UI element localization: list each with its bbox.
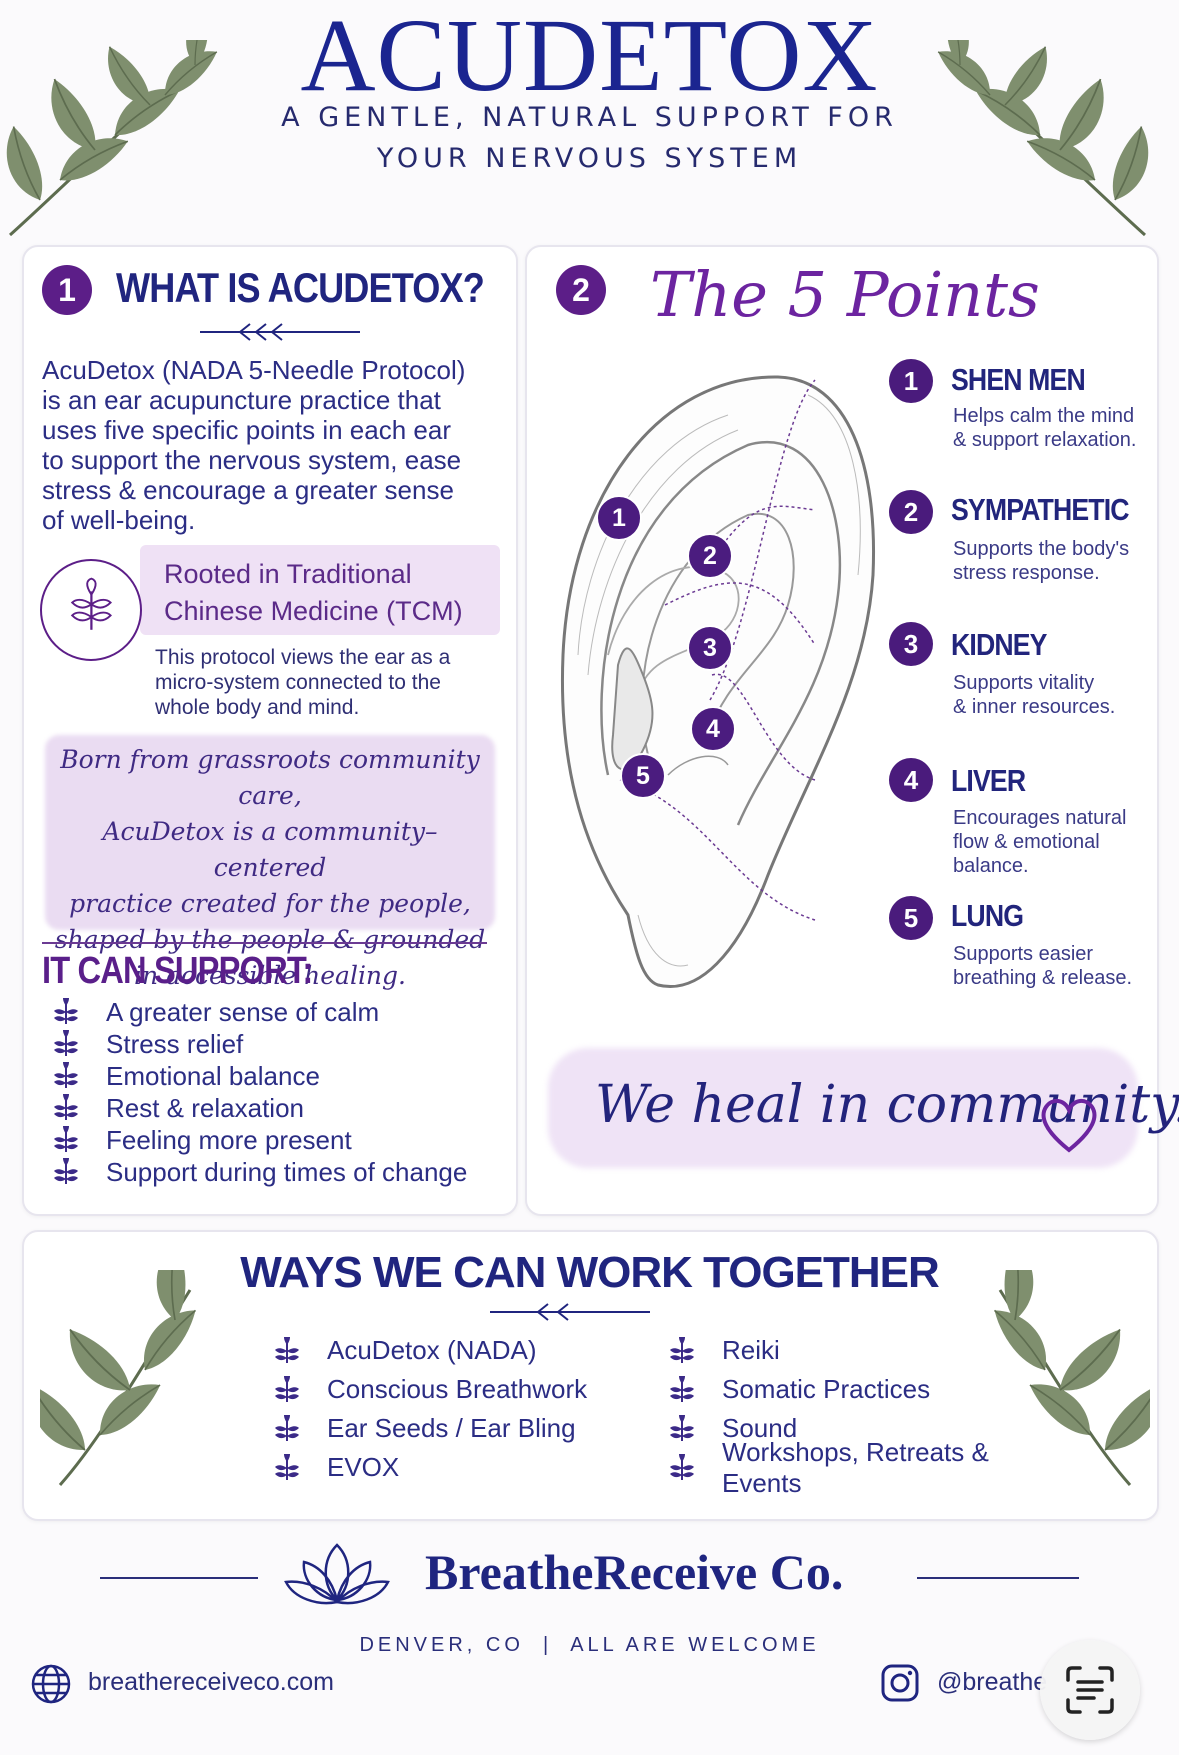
what-is-acudetox-card [22,245,518,1216]
sprig-icon [53,1126,79,1153]
sprig-icon [53,1158,79,1185]
leaf-branch-icon [981,1270,1150,1486]
list-item: Workshops, Retreats & Events [668,1437,1058,1498]
globe-icon [31,1664,71,1704]
ear-point-3: 3 [687,625,733,671]
list-item: Support during times of change [52,1156,502,1188]
sprig-icon [53,998,79,1025]
heart-icon [1041,1099,1097,1153]
list-item: Sound [668,1409,1058,1448]
section-heading: The 5 Points [650,258,1040,331]
list-item: Emotional balance [52,1060,502,1092]
page-subtitle-line1: A GENTLE, NATURAL SUPPORT FOR [281,102,898,133]
ear-point-5: 5 [620,753,666,799]
point-badge: 5 [889,896,933,940]
arrow-divider-icon [490,1303,650,1321]
sprig-icon [274,1453,300,1481]
support-heading: IT CAN SUPPORT: [42,950,313,992]
list-item: Stress relief [52,1028,502,1060]
tcm-title: Rooted in Traditional Chinese Medicine (… [164,559,463,626]
support-list: A greater sense of calm Stress relief Em… [52,996,502,1188]
instagram-handle-link[interactable]: @breathe [937,1668,1048,1696]
page-title: ACUDETOX [300,0,879,113]
list-item: AcuDetox (NADA) [273,1331,613,1370]
ways-heading: WAYS WE CAN WORK TOGETHER [240,1248,940,1297]
point-badge: 1 [889,359,933,403]
leaf-branch-icon [929,40,1155,237]
ways-card [22,1230,1159,1521]
point-name: SHEN MEN [951,362,1086,397]
lotus-icon [284,1543,390,1605]
sprig-icon [274,1336,300,1364]
sprig-icon [669,1453,695,1481]
sprig-icon [274,1414,300,1442]
list-item: Feeling more present [52,1124,502,1156]
ear-point-2: 2 [687,533,733,579]
sprig-icon [53,1030,79,1057]
list-item: Conscious Breathwork [273,1370,613,1409]
arrow-divider-icon [200,323,360,341]
services-list-right: Reiki Somatic Practices Sound Workshops,… [668,1331,1058,1498]
point-badge: 2 [889,490,933,534]
community-quote: Born from grassroots community care, Acu… [54,745,486,990]
point-name: KIDNEY [951,627,1047,662]
sprig-icon [669,1414,695,1442]
ear-point-1: 1 [596,495,642,541]
tagline: We heal in community. [595,1075,1179,1135]
leaf-branch-icon [40,1270,209,1486]
page-subtitle-line2: YOUR NERVOUS SYSTEM [376,143,803,174]
point-name: LUNG [951,898,1024,933]
list-item: Rest & relaxation [52,1092,502,1124]
point-badge: 4 [889,758,933,802]
point-description: Helps calm the mind& support relaxation. [953,405,1137,451]
sprout-icon [40,559,142,661]
quote-background [45,735,495,930]
section-number-badge: 2 [556,265,606,315]
section-heading: WHAT IS ACUDETOX? [116,264,485,311]
services-list-left: AcuDetox (NADA) Conscious Breathwork Ear… [273,1331,613,1487]
sprig-icon [53,1094,79,1121]
sprig-icon [274,1375,300,1403]
ear-illustration [560,375,876,988]
point-name: SYMPATHETIC [951,492,1130,527]
brand-name: BreatheReceive Co. [425,1544,844,1600]
tcm-highlight [140,545,500,635]
tagline-background [548,1048,1138,1168]
ear-point-4: 4 [690,706,736,752]
tcm-description: This protocol views the ear as a micro-s… [155,646,451,719]
text-scan-button[interactable] [1040,1640,1140,1740]
list-item: Reiki [668,1331,1058,1370]
leaf-branch-icon [0,40,226,237]
location-tagline: DENVER, CO | ALL ARE WELCOME [359,1634,820,1656]
list-item: A greater sense of calm [52,996,502,1028]
instagram-icon [881,1664,919,1702]
list-item: Somatic Practices [668,1370,1058,1409]
sprig-icon [669,1336,695,1364]
scan-text-icon [1066,1666,1114,1714]
point-badge: 3 [889,622,933,666]
list-item: Ear Seeds / Ear Bling [273,1409,613,1448]
list-item: EVOX [273,1448,613,1487]
point-name: LIVER [951,763,1026,798]
section-number-badge: 1 [42,265,92,315]
sprig-icon [53,1062,79,1089]
intro-paragraph: AcuDetox (NADA 5-Needle Protocol) is an … [42,355,466,535]
point-description: Supports vitality& inner resources. [953,672,1116,718]
website-link[interactable]: breathereceiveco.com [88,1668,334,1696]
sprig-icon [669,1375,695,1403]
